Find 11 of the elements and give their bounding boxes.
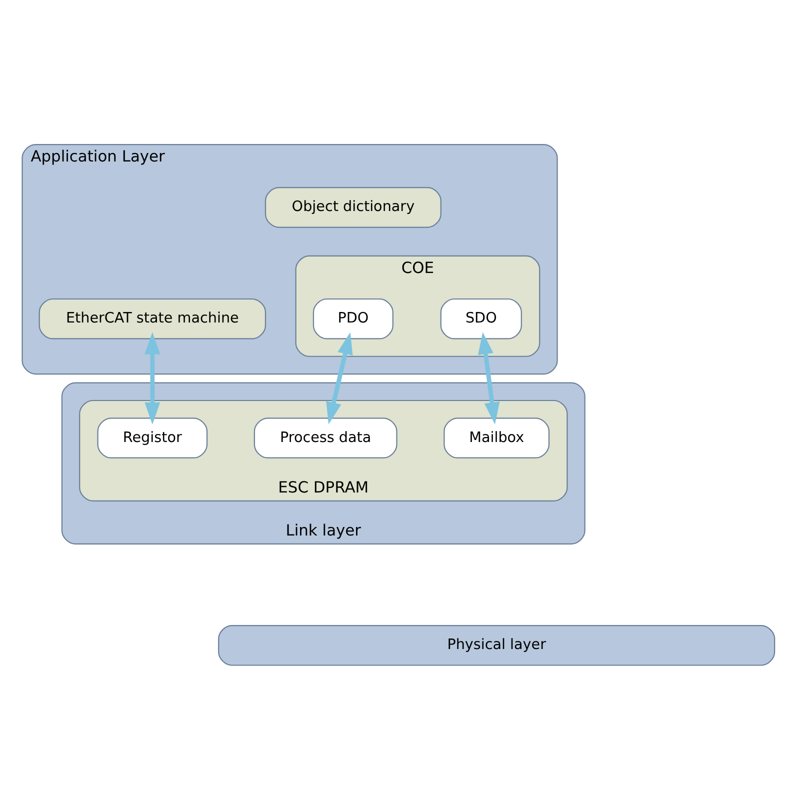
node-box: Registor	[96, 418, 208, 458]
node-box: SDO	[440, 298, 522, 340]
node-box: Physical layer	[218, 625, 775, 666]
node-box: Mailbox	[443, 418, 550, 458]
arrow	[477, 332, 500, 424]
node-box: Object dictionary	[264, 187, 441, 228]
node-box: Process data	[253, 418, 397, 458]
node-box: EtherCAT state machine	[38, 298, 266, 340]
node-box: PDO	[312, 298, 393, 340]
arrow	[326, 332, 352, 424]
arrow	[144, 332, 160, 424]
